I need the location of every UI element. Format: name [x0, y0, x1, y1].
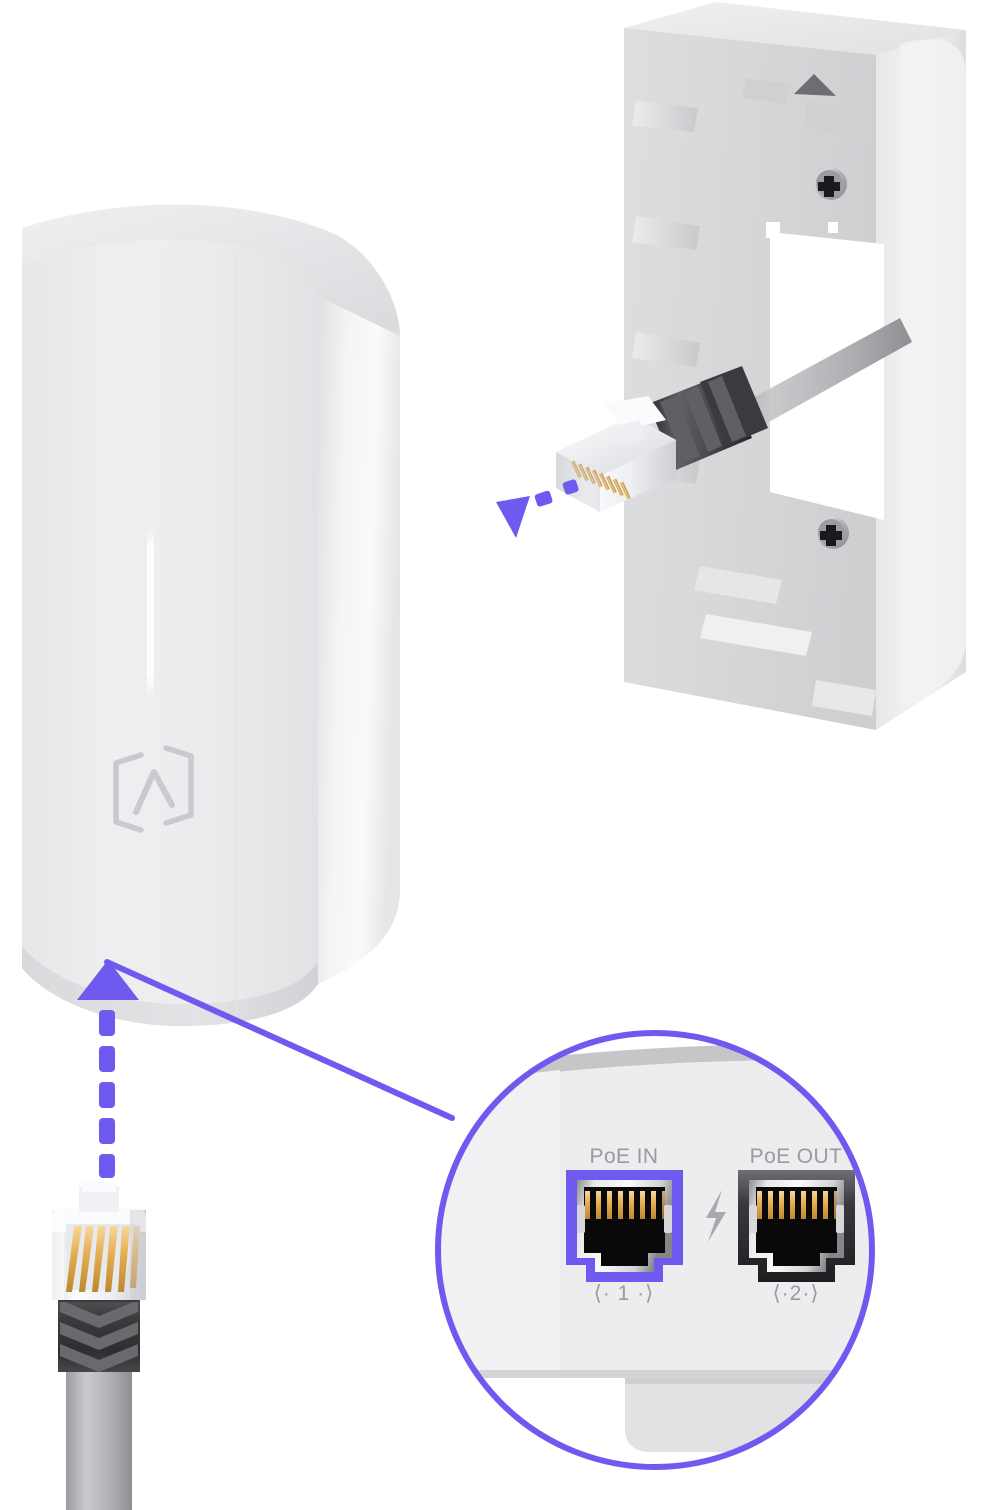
wall-mount-bracket [624, 2, 966, 730]
wm-plug-top [556, 416, 676, 476]
unifi-logo [113, 745, 194, 833]
poe-in-port[interactable]: PoE IN ⟨· 1 ·⟩ [566, 1145, 683, 1305]
wm-plug-latch [604, 396, 666, 430]
ethernet-cable-poe-in [52, 1182, 146, 1510]
ap-bottom-edge [22, 946, 318, 1026]
bracket-bottom-ridge-3 [812, 680, 876, 716]
bracket-rib-3 [632, 332, 700, 367]
wm-boot-rib-group [660, 376, 746, 462]
bracket-vent-2 [828, 222, 838, 233]
lightning-bolt-icon [706, 1190, 726, 1242]
insertion-arrow-poe-in [77, 960, 139, 1178]
wm-arrow-dash-1 [534, 490, 553, 507]
callout-leader-line [104, 959, 455, 1121]
ethernet-cable-wall-mount [556, 318, 912, 512]
poe-plug-latch-top [82, 1182, 116, 1192]
poe-in-rail-left [577, 1205, 585, 1233]
bracket-vent-1 [766, 222, 780, 238]
poe-plug-left-highlight [52, 1210, 64, 1300]
ap-front-face [22, 240, 318, 1026]
screw-top [815, 168, 847, 200]
callout-bottom-tab-edge [625, 1378, 872, 1384]
bracket-bottom-ridge-1 [694, 566, 782, 604]
screw-bottom [817, 517, 849, 549]
bracket-face [624, 28, 876, 730]
ap-side-face [318, 286, 400, 984]
wm-plug-pins [571, 460, 631, 500]
callout-circle-ring [435, 1030, 875, 1470]
up-arrow-marker-icon [794, 74, 836, 96]
wm-arrow-dash-2 [562, 479, 579, 495]
poe-cable-jacket [66, 1358, 132, 1510]
poe-in-number: ⟨· 1 ·⟩ [594, 1282, 655, 1305]
poe-out-rail-right [836, 1205, 844, 1233]
bracket-bottom-ridge-group [694, 566, 876, 716]
bracket-notch-left [742, 78, 790, 104]
wm-plug-latch-stem [608, 420, 646, 446]
bracket-top-edge [624, 2, 966, 55]
poe-arrow-head-icon [77, 960, 139, 1000]
poe-plug-pins [66, 1226, 140, 1292]
poe-plug-latch [79, 1186, 119, 1212]
bracket-rib-1 [632, 100, 698, 132]
bracket-rib-2 [632, 216, 700, 250]
poe-arrow-dashes [99, 1010, 115, 1178]
ap-gloss-highlight [147, 528, 154, 700]
bracket-right-round [900, 39, 966, 710]
bracket-bottom-ridge-2 [700, 614, 812, 656]
wm-plug-shadow [556, 452, 600, 512]
poe-out-rail-left [749, 1205, 757, 1233]
poe-plug-right-shade [130, 1210, 146, 1300]
callout-ap-bottom-edge [438, 1370, 872, 1378]
poe-in-pins [585, 1191, 665, 1219]
wm-arrow-head-icon [496, 496, 530, 538]
poe-boot-rib-group [60, 1300, 138, 1372]
ap-top-face [22, 204, 400, 336]
bracket-notch-right [804, 100, 840, 134]
poe-out-pins [757, 1191, 837, 1219]
poe-out-number: ⟨·2·⟩ [772, 1282, 819, 1305]
poe-in-label: PoE IN [590, 1145, 659, 1168]
poe-in-rail-right [664, 1205, 672, 1233]
insertion-arrow-wall-mount [496, 479, 579, 538]
poe-out-port[interactable]: PoE OUT ⟨·2·⟩ [738, 1145, 855, 1305]
access-point [22, 204, 400, 1026]
poe-out-label: PoE OUT [750, 1145, 843, 1168]
